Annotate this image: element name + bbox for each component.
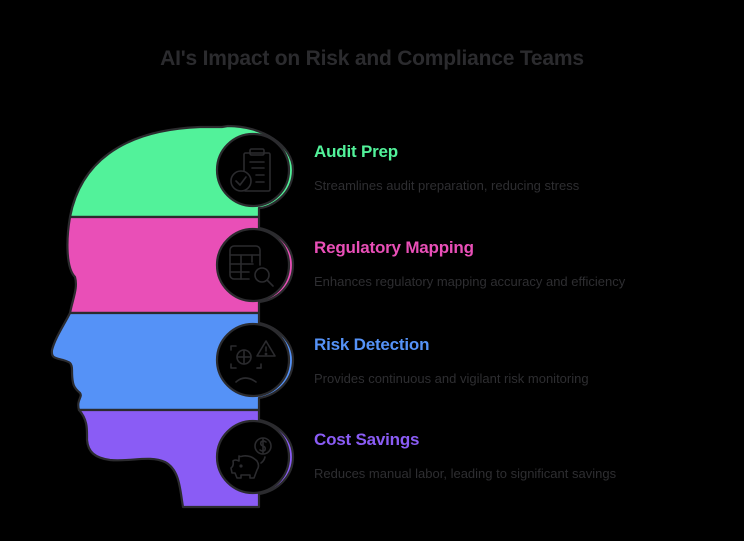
piggy-bank-dollar-icon xyxy=(230,437,272,479)
risk-scan-warning-icon xyxy=(230,340,276,383)
page-title: AI's Impact on Risk and Compliance Teams xyxy=(160,47,584,70)
item-description: Enhances regulatory mapping accuracy and… xyxy=(314,274,626,289)
item-description: Reduces manual labor, leading to signifi… xyxy=(314,466,617,481)
item-heading: Regulatory Mapping xyxy=(314,238,474,257)
clipboard-check-icon xyxy=(230,148,271,192)
icon-circle-1 xyxy=(215,132,291,208)
item-regulatory-mapping: Regulatory Mapping Enhances regulatory m… xyxy=(314,238,625,289)
item-description: Provides continuous and vigilant risk mo… xyxy=(314,371,589,386)
item-heading: Audit Prep xyxy=(314,142,398,161)
item-cost-savings: Cost Savings Reduces manual labor, leadi… xyxy=(314,430,616,481)
item-heading: Cost Savings xyxy=(314,430,420,449)
item-description: Streamlines audit preparation, reducing … xyxy=(314,178,580,193)
item-audit-prep: Audit Prep Streamlines audit preparation… xyxy=(314,142,579,193)
table-search-icon xyxy=(229,245,274,287)
item-risk-detection: Risk Detection Provides continuous and v… xyxy=(314,335,589,386)
icon-circle-3 xyxy=(215,322,291,398)
icon-circle-2 xyxy=(215,227,291,303)
item-heading: Risk Detection xyxy=(314,335,430,354)
